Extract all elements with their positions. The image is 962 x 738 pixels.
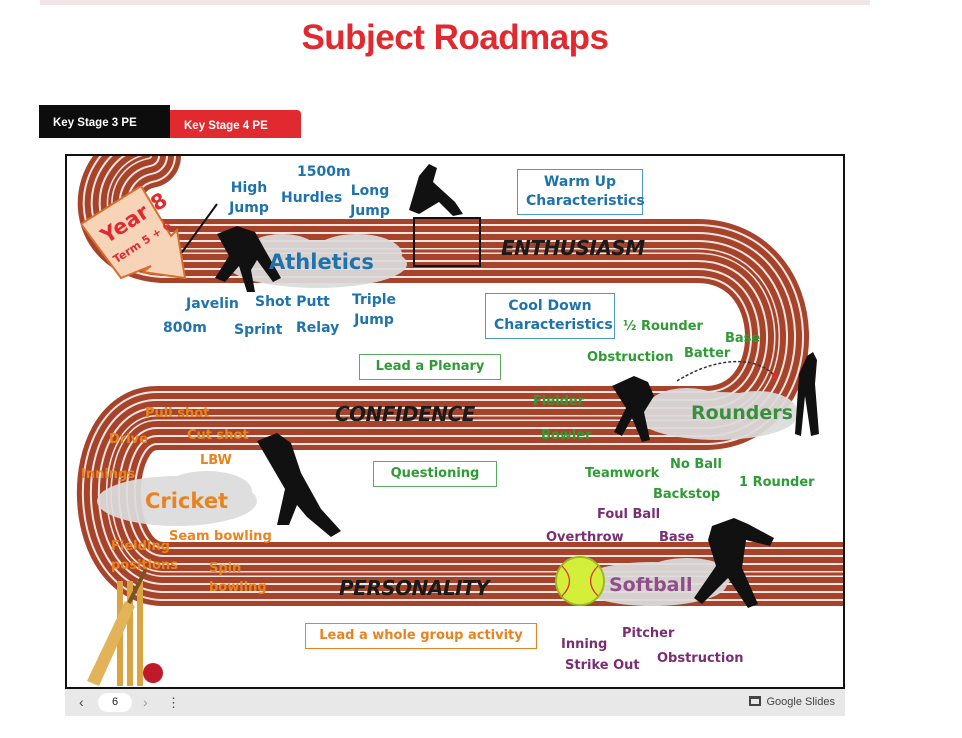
term-base: Base — [725, 331, 761, 346]
cricketer-silhouette — [257, 433, 341, 537]
term-softball-base: Base — [659, 530, 695, 545]
event-relay: Relay — [296, 320, 340, 336]
slides-icon — [748, 696, 761, 706]
event-javelin: Javelin — [186, 296, 239, 312]
term-half-rounder: ½ Rounder — [623, 319, 703, 334]
hurdle-box — [413, 217, 481, 267]
rounders-batter-silhouette — [795, 352, 819, 436]
value-enthusiasm: ENTHUSIASM — [501, 236, 645, 260]
term-inning: Inning — [561, 637, 608, 652]
cricket-title: Cricket — [145, 489, 229, 513]
tab-key-stage-4[interactable]: Key Stage 4 PE — [170, 110, 301, 138]
top-bar — [40, 0, 870, 5]
event-800m: 800m — [163, 320, 207, 336]
term-backstop: Backstop — [653, 487, 721, 502]
rounders-fielder-silhouette — [612, 376, 654, 442]
term-seam-bowling: Seam bowling — [169, 529, 272, 544]
term-no-ball: No Ball — [670, 457, 722, 472]
term-fielding-positions: Fielding positions — [111, 539, 179, 573]
google-slides-link[interactable]: Google Slides — [748, 689, 836, 716]
term-lbw: LBW — [200, 453, 232, 468]
google-slides-label: Google Slides — [766, 696, 836, 708]
event-long-jump: Long Jump — [350, 183, 390, 220]
term-bowler: Bowler — [541, 428, 592, 443]
athletics-title: Athletics — [269, 250, 374, 274]
cricket-stumps-graphic — [87, 570, 163, 686]
next-slide-icon[interactable]: › — [143, 694, 148, 710]
term-innings: Innings — [81, 467, 136, 482]
box-group-activity: Lead a whole group activity — [305, 623, 537, 649]
term-strike-out: Strike Out — [565, 658, 640, 673]
page-title: Subject Roadmaps — [301, 18, 609, 57]
softball-title: Softball — [609, 574, 693, 596]
term-obstruction: Obstruction — [587, 350, 674, 365]
event-triple-jump: Triple Jump — [351, 292, 397, 329]
box-cool-down: Cool Down Characteristics — [485, 293, 615, 339]
event-sprint: Sprint — [234, 322, 283, 338]
year-badge: Year 8 Term 5 + 6 — [81, 186, 186, 286]
softball-player-silhouette — [694, 518, 774, 608]
page-number[interactable]: 6 — [98, 693, 132, 712]
term-pull-shot: Pull shot — [145, 406, 210, 421]
event-1500m: 1500m — [297, 164, 351, 180]
term-cut-shot: Cut shot — [187, 428, 249, 443]
slides-controls-bar: ‹ 6 › ⋮ Google Slides — [65, 689, 845, 716]
term-softball-obstruction: Obstruction — [657, 651, 744, 666]
term-spin-bowling: Spin bowling — [209, 561, 267, 595]
softball-ball — [555, 556, 605, 606]
term-1-rounder: 1 Rounder — [739, 475, 815, 490]
term-foul-ball: Foul Ball — [597, 507, 661, 522]
event-high-jump: High Jump — [229, 180, 269, 217]
term-teamwork: Teamwork — [585, 466, 660, 481]
event-hurdles: Hurdles — [281, 190, 343, 206]
term-overthrow: Overthrow — [546, 530, 624, 545]
slide-roadmap: Year 8 Term 5 + 6 ENTHUSIASM CONFIDENCE … — [65, 154, 845, 689]
hurdler-silhouette — [409, 164, 463, 216]
box-questioning: Questioning — [373, 461, 497, 487]
tab-key-stage-3[interactable]: Key Stage 3 PE — [39, 105, 170, 138]
value-confidence: CONFIDENCE — [335, 402, 475, 426]
term-drive: Drive — [109, 432, 148, 447]
rounders-title: Rounders — [691, 402, 793, 424]
box-lead-plenary: Lead a Plenary — [359, 354, 501, 380]
term-batter: Batter — [684, 346, 731, 361]
prev-slide-icon[interactable]: ‹ — [79, 694, 84, 710]
term-fielder: Fielder — [533, 394, 585, 409]
box-warm-up: Warm Up Characteristics — [517, 169, 645, 215]
term-pitcher: Pitcher — [622, 626, 675, 641]
javelin-thrower-silhouette — [215, 226, 281, 292]
value-personality: PERSONALITY — [339, 576, 490, 600]
event-shot-putt: Shot Putt — [255, 294, 330, 310]
more-options-icon[interactable]: ⋮ — [167, 695, 180, 710]
